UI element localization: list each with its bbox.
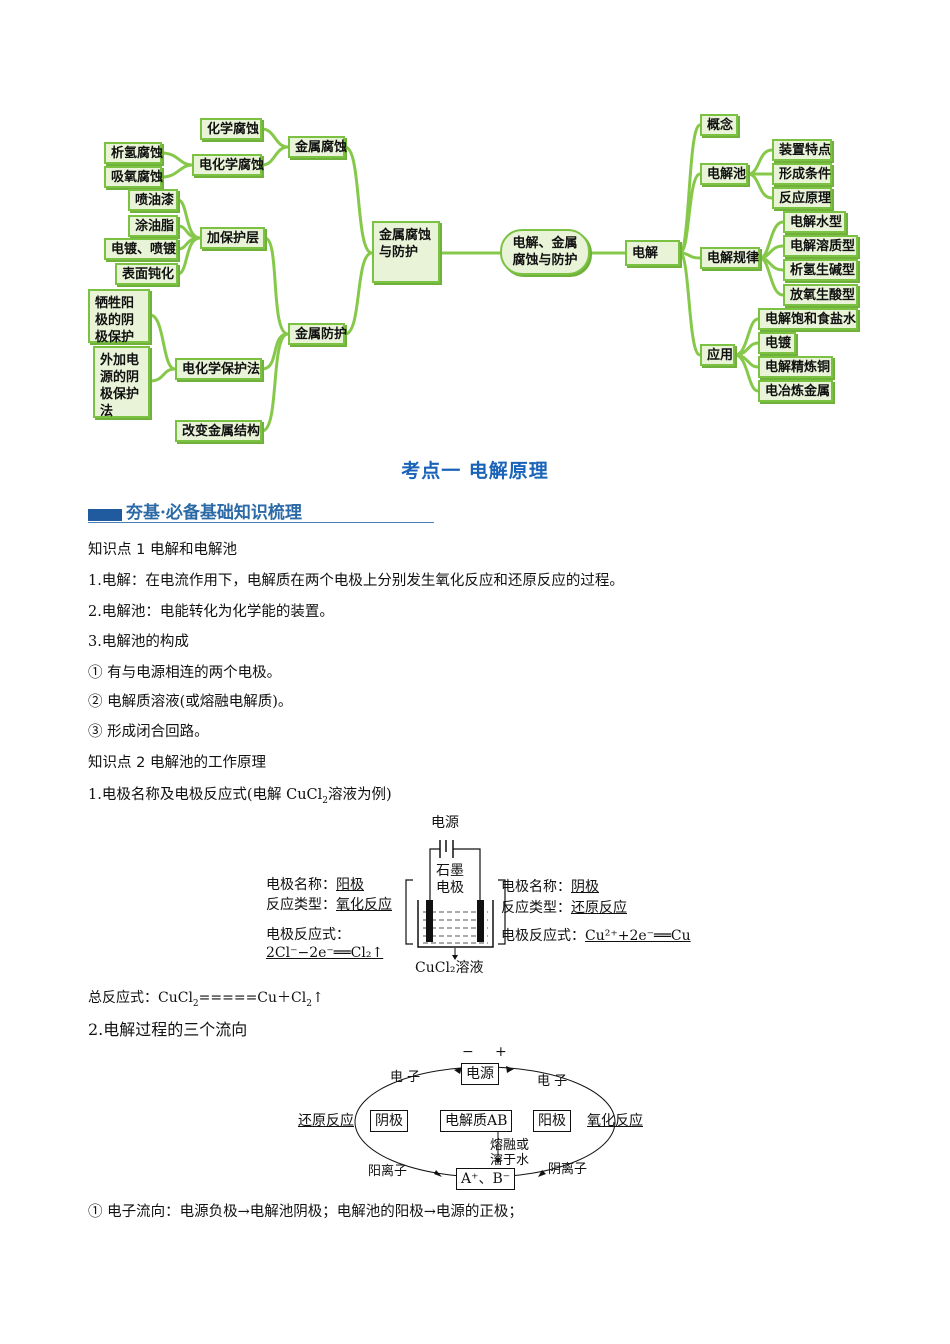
mindmap-grease: 涂油脂 — [128, 215, 178, 237]
mindmap-passivation: 表面钝化 — [115, 263, 178, 285]
mindmap-impressed-current: 外加电源的阴极保护法 — [93, 346, 150, 419]
electron-left-label: 电 子 — [390, 1070, 421, 1085]
kp1-line1: 1.电解：在电流作用下，电解质在两个电极上分别发生氧化反应和还原反应的过程。 — [88, 573, 624, 589]
solution-label: CuCl₂溶液 — [415, 960, 484, 976]
mindmap-metal-protection: 金属防护 — [288, 323, 347, 345]
kp1-line6: ③ 形成闭合回路。 — [88, 724, 209, 740]
reduction-label: 还原反应 — [298, 1113, 354, 1129]
mindmap-solute: 电解溶质型 — [783, 235, 858, 257]
power-label: 电源 — [431, 815, 459, 831]
electrolyte-box: 电解质AB — [440, 1110, 513, 1132]
cathode-box: 阴极 — [370, 1110, 408, 1132]
total-reaction: 总反应式：CuCl2=====Cu＋Cl2↑ — [88, 990, 324, 1009]
flow-title: 2.电解过程的三个流向 — [88, 1020, 248, 1039]
mindmap-corrosion-protection: 金属腐蚀与防护 — [372, 221, 440, 283]
anode-name: 电极名称：阳极 — [266, 877, 364, 893]
graphite-label-1: 石墨 — [436, 863, 464, 879]
cathode-name: 电极名称：阴极 — [501, 879, 599, 895]
kp1-title: 知识点 1 电解和电解池 — [88, 542, 237, 558]
mindmap-metal-corrosion: 金属腐蚀 — [288, 136, 347, 158]
mindmap-center: 电解、金属腐蚀与防护 — [500, 229, 590, 275]
graphite-label-2: 电极 — [436, 880, 464, 896]
kp2-title: 知识点 2 电解池的工作原理 — [88, 755, 266, 771]
mindmap-electrochemical-protection: 电化学保护法 — [175, 358, 262, 380]
mindmap-electrochemical-corrosion: 电化学腐蚀 — [192, 154, 264, 176]
mindmap-oxygen-corrosion: 吸氧腐蚀 — [104, 166, 163, 188]
mindmap-coating: 加保护层 — [200, 227, 265, 249]
anode-box: 阳极 — [533, 1110, 571, 1132]
mindmap-device: 装置特点 — [772, 139, 832, 161]
electrolysis-flow-figure: − + 电源 电 子 电 子 还原反应 阴极 电解质AB 阳极 氧化反应 熔融或… — [290, 1044, 660, 1195]
mindmap-concept: 概念 — [700, 114, 738, 136]
anode-equation-label: 电极反应式： — [266, 927, 350, 943]
flow-line-1: ① 电子流向：电源负极→电解池阴极；电解池的阳极→电源的正极； — [88, 1204, 523, 1220]
mindmap-hydrogen-corrosion: 析氢腐蚀 — [104, 142, 163, 164]
mindmap-applications: 应用 — [700, 344, 735, 366]
ions-box: A⁺、B⁻ — [456, 1168, 516, 1190]
mindmap-metallurgy: 电冶炼金属 — [758, 380, 833, 402]
mindmap-app-plating: 电镀 — [758, 332, 796, 354]
plus-sign: + — [495, 1044, 507, 1060]
mindmap-connectors — [149, 123, 784, 433]
melt-label-2: 溶于水 — [490, 1153, 530, 1168]
mindmap-principle: 反应原理 — [772, 187, 832, 209]
mindmap-electrolysis: 电解 — [625, 240, 680, 266]
mindmap-rules: 电解规律 — [700, 247, 760, 269]
cathode-equation: 电极反应式：Cu²⁺+2e⁻══Cu — [501, 928, 691, 944]
section-title: 考点一 电解原理 — [401, 460, 549, 482]
oxidation-label: 氧化反应 — [587, 1113, 643, 1129]
mindmap-water: 电解水型 — [783, 211, 846, 233]
mindmap-conditions: 形成条件 — [772, 163, 832, 185]
cathode-reaction-type: 反应类型：还原反应 — [501, 900, 627, 916]
kp1-line4: ① 有与电源相连的两个电极。 — [88, 665, 282, 681]
mindmap-chemical-corrosion: 化学腐蚀 — [200, 118, 262, 140]
mindmap-plating: 电镀、喷镀 — [104, 238, 178, 260]
mindmap-o2-acid: 放氧生酸型 — [783, 284, 858, 306]
mindmap-brine: 电解饱和食盐水 — [758, 308, 858, 330]
mindmap-change-structure: 改变金属结构 — [175, 420, 262, 442]
kp1-line5: ② 电解质溶液(或熔融电解质)。 — [88, 694, 293, 710]
anion-label: 阴离子 — [548, 1162, 588, 1177]
electron-right-label: 电 子 — [537, 1074, 568, 1089]
kp1-line3: 3.电解池的构成 — [88, 634, 189, 650]
mindmap-sacrificial-anode: 牺牲阳极的阴极保护法 — [88, 289, 150, 362]
mindmap-refining: 电解精炼铜 — [758, 356, 833, 378]
power-box: 电源 — [461, 1063, 499, 1085]
anode-equation: 2Cl⁻−2e⁻══Cl₂↑ — [266, 945, 384, 961]
kp1-line2: 2.电解池：电能转化为化学能的装置。 — [88, 604, 334, 620]
mindmap-paint: 喷油漆 — [128, 189, 178, 211]
banner-text: 夯基·必备基础知识梳理 — [126, 503, 302, 523]
electrolysis-cell-figure: 电源 石墨 电极 CuCl₂溶液 电极名称：阳极 反应类型：氧化反应 电极反应式… — [258, 812, 698, 982]
cation-label: 阳离子 — [368, 1164, 408, 1179]
kp2-line1: 1.电极名称及电极反应式(电解 CuCl2溶液为例) — [88, 787, 392, 806]
mindmap-cell: 电解池 — [700, 163, 748, 185]
banner-bar — [88, 509, 122, 521]
mindmap-h2-base: 析氢生碱型 — [783, 259, 858, 281]
melt-label-1: 熔融或 — [490, 1138, 530, 1153]
banner-underline — [88, 522, 434, 523]
cell-diagram — [405, 840, 506, 960]
anode-reaction-type: 反应类型：氧化反应 — [266, 897, 392, 913]
minus-sign: − — [462, 1044, 474, 1060]
